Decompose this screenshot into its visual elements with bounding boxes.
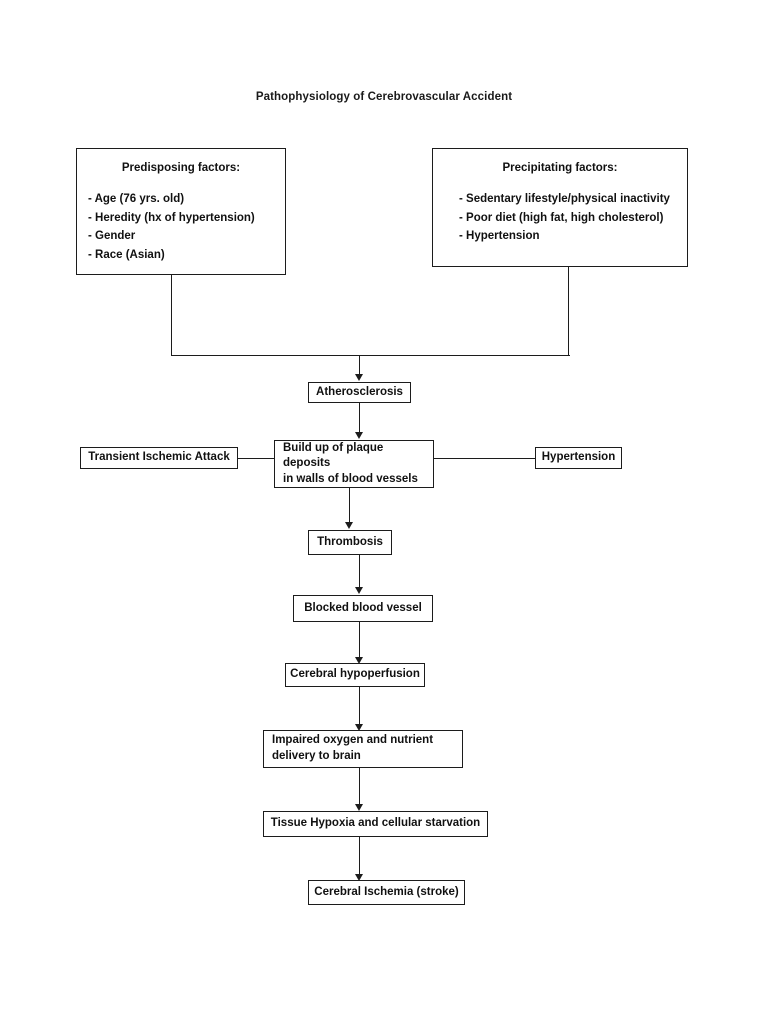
node-label: Cerebral hypoperfusion [290,668,420,681]
connector-bracket-horizontal [170,355,570,357]
predisposing-factors-heading: Predisposing factors: [121,162,241,174]
arrowhead-to-blocked-vessel [355,587,363,594]
node-transient-ischemic-attack: Transient Ischemic Attack [80,447,238,469]
connector-hypoperfusion-to-impaired-delivery [359,687,361,726]
node-label: Tissue Hypoxia and cellular starvation [270,817,481,830]
connector-tia-to-plaque [238,458,275,460]
node-tissue-hypoxia: Tissue Hypoxia and cellular starvation [263,811,488,837]
arrowhead-to-thrombosis [345,522,353,529]
arrowhead-to-plaque [355,432,363,439]
node-cerebral-ischemia: Cerebral Ischemia (stroke) [308,880,465,905]
list-item: - Hypertension [459,230,540,243]
connector-precipitating-down [568,267,570,356]
connector-bracket-to-atherosclerosis [359,355,361,376]
list-item: - Age (76 yrs. old) [88,193,185,205]
node-label: Thrombosis [317,535,383,548]
arrowhead-to-impaired-delivery [355,724,363,731]
node-atherosclerosis: Atherosclerosis [308,382,411,403]
node-label: Hypertension [541,451,616,464]
node-impaired-delivery: Impaired oxygen and nutrient delivery to… [263,730,463,768]
arrowhead-to-hypoperfusion [355,657,363,664]
page-title: Pathophysiology of Cerebrovascular Accid… [255,91,513,103]
node-thrombosis: Thrombosis [308,530,392,555]
arrowhead-to-ischemia [355,874,363,881]
predisposing-factors-list: - Age (76 yrs. old) - Heredity (hx of hy… [77,190,285,265]
connector-plaque-to-hypertension [433,458,536,460]
list-item: - Heredity (hx of hypertension) [88,211,255,224]
node-cerebral-hypoperfusion: Cerebral hypoperfusion [285,663,425,687]
precipitating-factors-heading: Precipitating factors: [502,162,618,174]
list-item: - Race (Asian) [88,248,165,261]
arrowhead-to-atherosclerosis [355,374,363,381]
precipitating-factors-panel: Precipitating factors: - Sedentary lifes… [432,148,688,267]
node-label-line-2: in walls of blood vessels [283,472,418,485]
connector-hypoxia-to-ischemia [359,837,361,876]
node-plaque-buildup: Build up of plaque deposits in walls of … [274,440,434,488]
node-label: Cerebral Ischemia (stroke) [314,885,459,898]
node-label-line-1: Build up of plaque deposits [283,441,384,470]
connector-atherosclerosis-to-plaque [359,403,361,434]
node-label-line-1: Impaired oxygen and nutrient [272,734,434,747]
connector-plaque-to-thrombosis [349,488,351,524]
list-item: - Gender [88,230,136,243]
node-blocked-blood-vessel: Blocked blood vessel [293,595,433,622]
connector-impaired-delivery-to-hypoxia [359,768,361,806]
list-item: - Poor diet (high fat, high cholesterol) [459,211,664,224]
node-label: Blocked blood vessel [304,601,422,614]
node-label: Atherosclerosis [316,385,403,398]
list-item: - Sedentary lifestyle/physical inactivit… [459,193,670,205]
node-label-line-2: delivery to brain [272,750,361,762]
connector-blocked-vessel-to-hypoperfusion [359,622,361,659]
precipitating-factors-list: - Sedentary lifestyle/physical inactivit… [433,190,687,246]
arrowhead-to-hypoxia [355,804,363,811]
predisposing-factors-panel: Predisposing factors: - Age (76 yrs. old… [76,148,286,275]
node-hypertension: Hypertension [535,447,622,469]
node-label: Transient Ischemic Attack [88,451,230,464]
connector-thrombosis-to-blocked-vessel [359,555,361,589]
connector-predisposing-down [170,275,172,356]
